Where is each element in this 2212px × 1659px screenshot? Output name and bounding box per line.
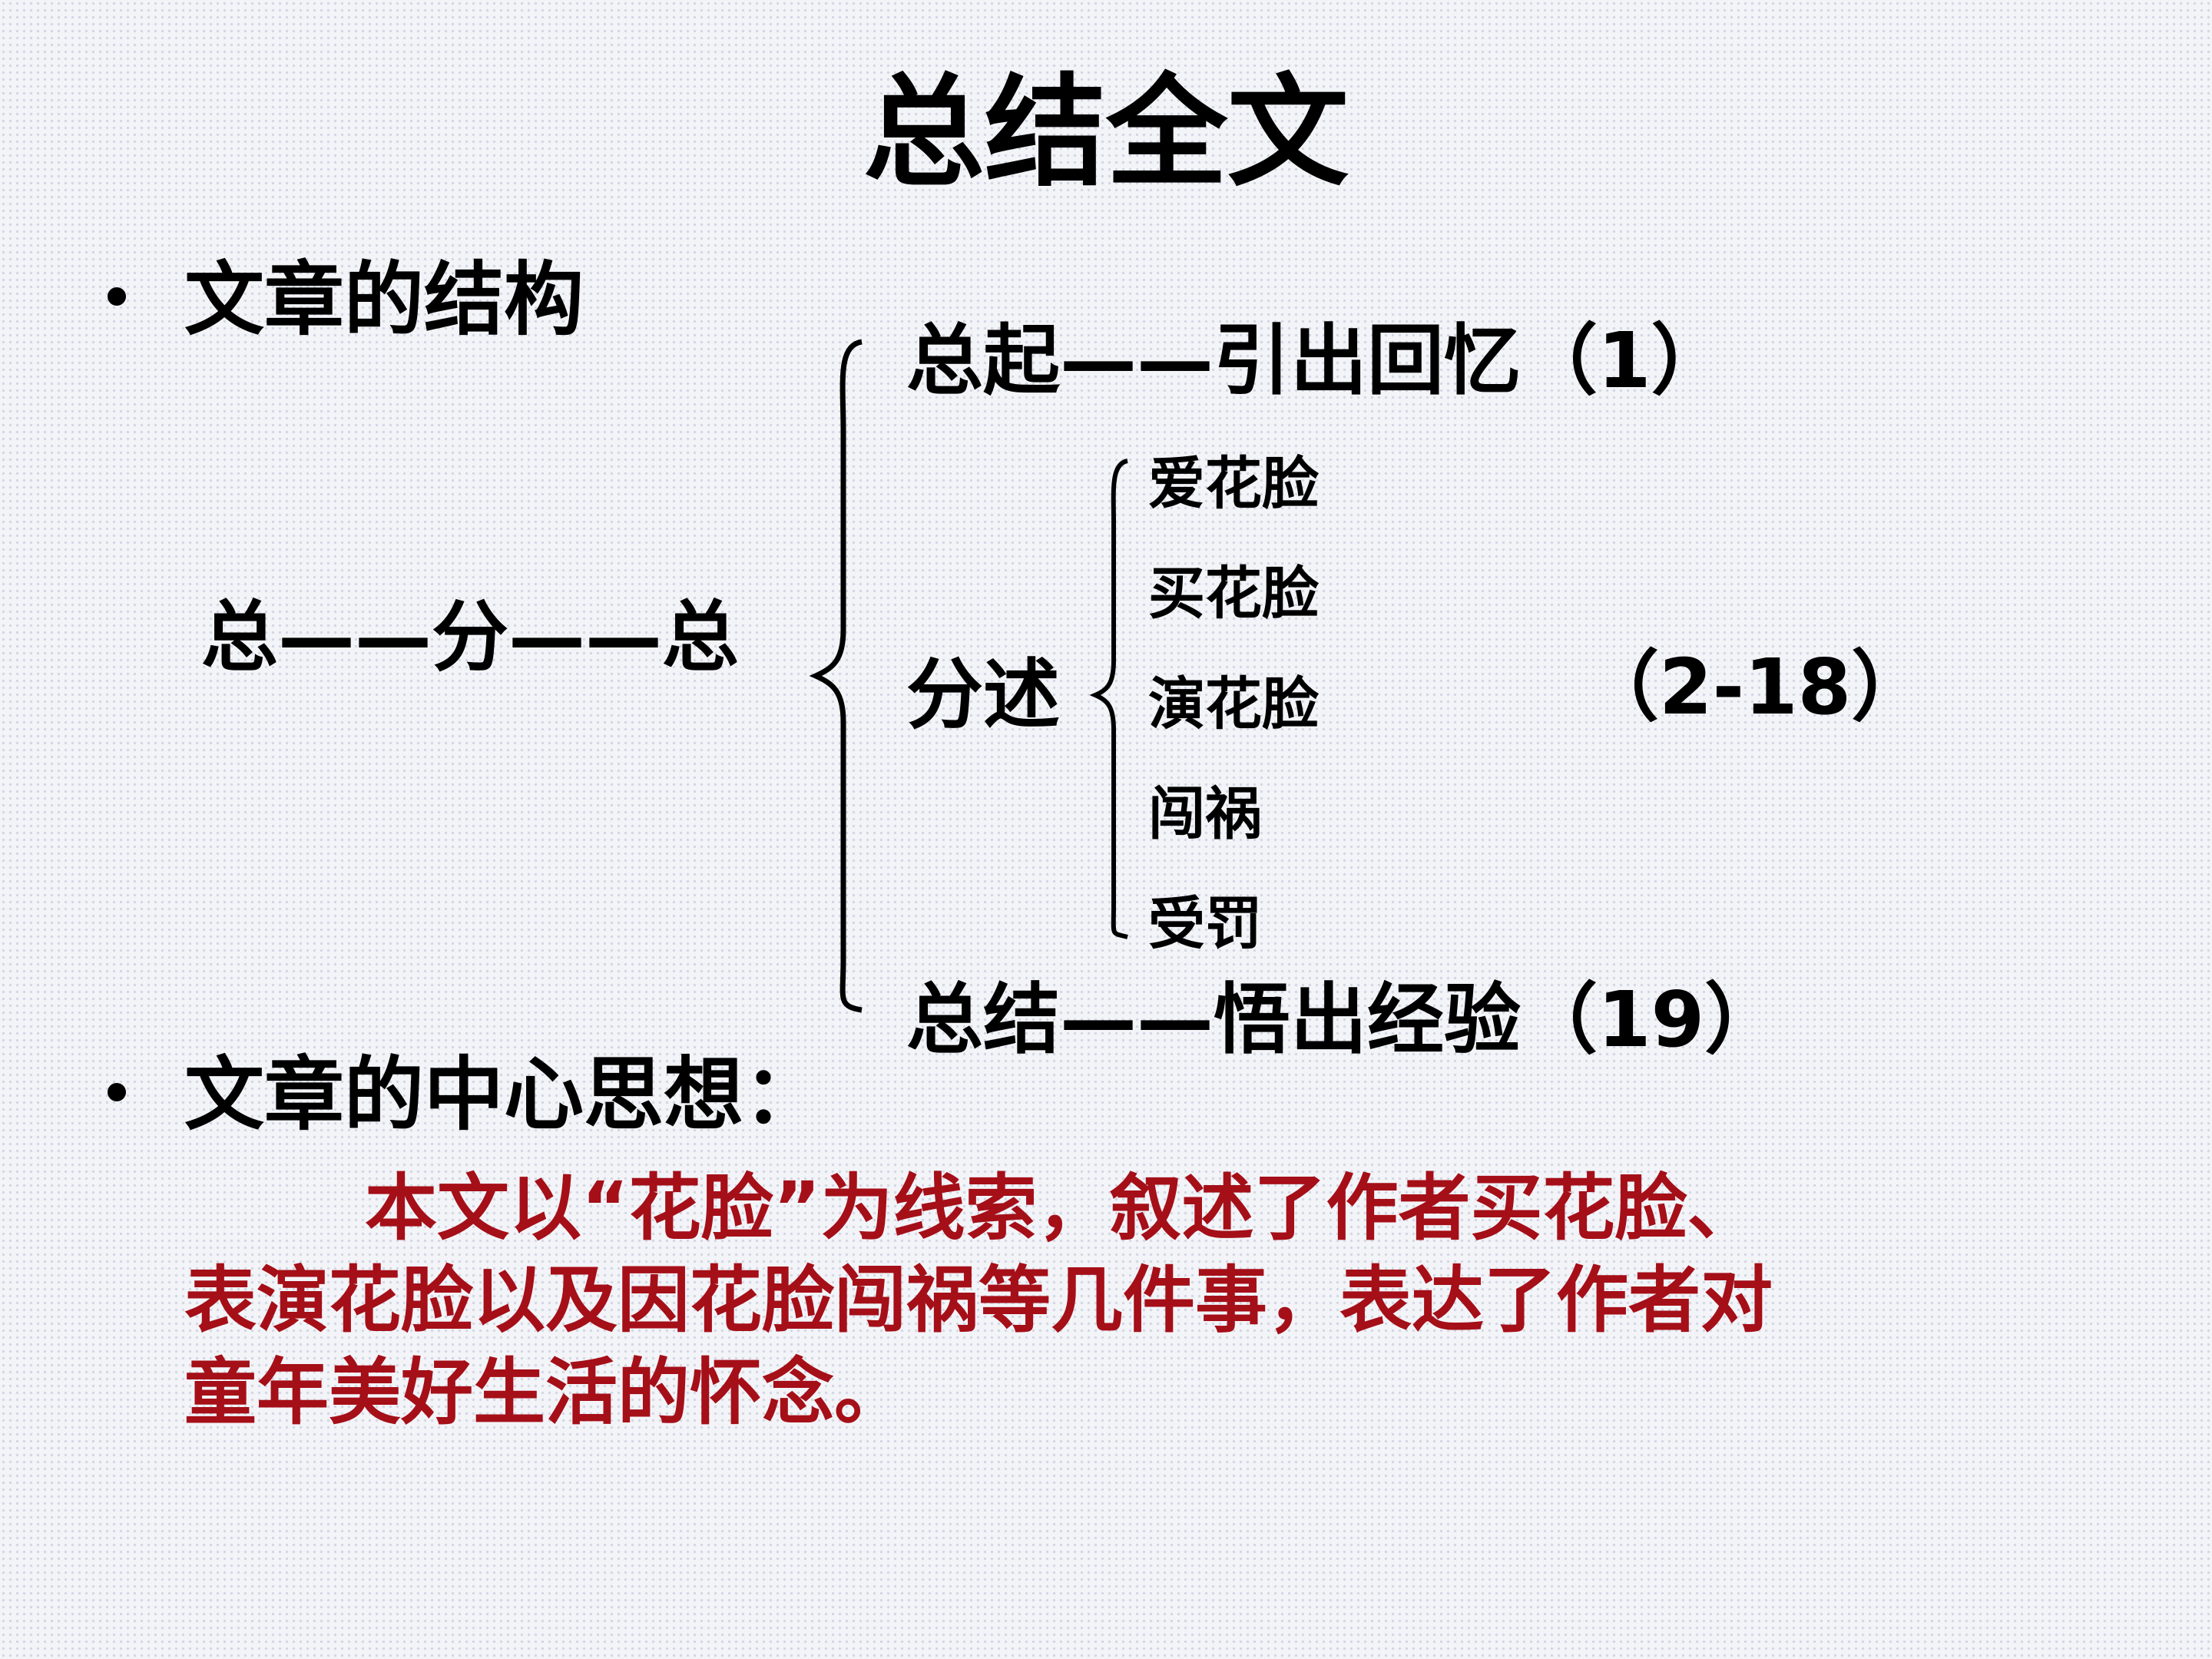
structure-body-label: 分述	[906, 650, 1060, 740]
page-title: 总结全文	[863, 62, 1349, 204]
structure-opening: 总起——引出回忆（1）	[906, 316, 1728, 406]
small-brace	[1089, 459, 1128, 939]
body-item: 爱花脸	[1148, 451, 1319, 517]
body-item: 买花脸	[1148, 561, 1319, 627]
structure-heading: 文章的结构	[184, 253, 584, 346]
body-item: 演花脸	[1148, 671, 1319, 737]
theme-text-line: 本文以“花脸”为线索，叙述了作者买花脸、	[365, 1167, 1760, 1250]
big-brace	[809, 339, 863, 1013]
bullet-dot	[108, 1083, 126, 1101]
structure-pattern: 总——分——总	[201, 592, 739, 682]
structure-body-range: （2-18）	[1582, 642, 1929, 732]
body-item: 受罚	[1148, 891, 1262, 957]
structure-closing: 总结——悟出经验（19）	[906, 975, 1782, 1065]
theme-heading: 文章的中心思想：	[184, 1048, 824, 1141]
theme-text-line: 表演花脸以及因花脸闯祸等几件事，表达了作者对	[184, 1259, 1773, 1343]
bullet-dot	[108, 287, 126, 306]
theme-text-line: 童年美好生活的怀念。	[184, 1351, 907, 1435]
body-item: 闯祸	[1148, 781, 1262, 847]
